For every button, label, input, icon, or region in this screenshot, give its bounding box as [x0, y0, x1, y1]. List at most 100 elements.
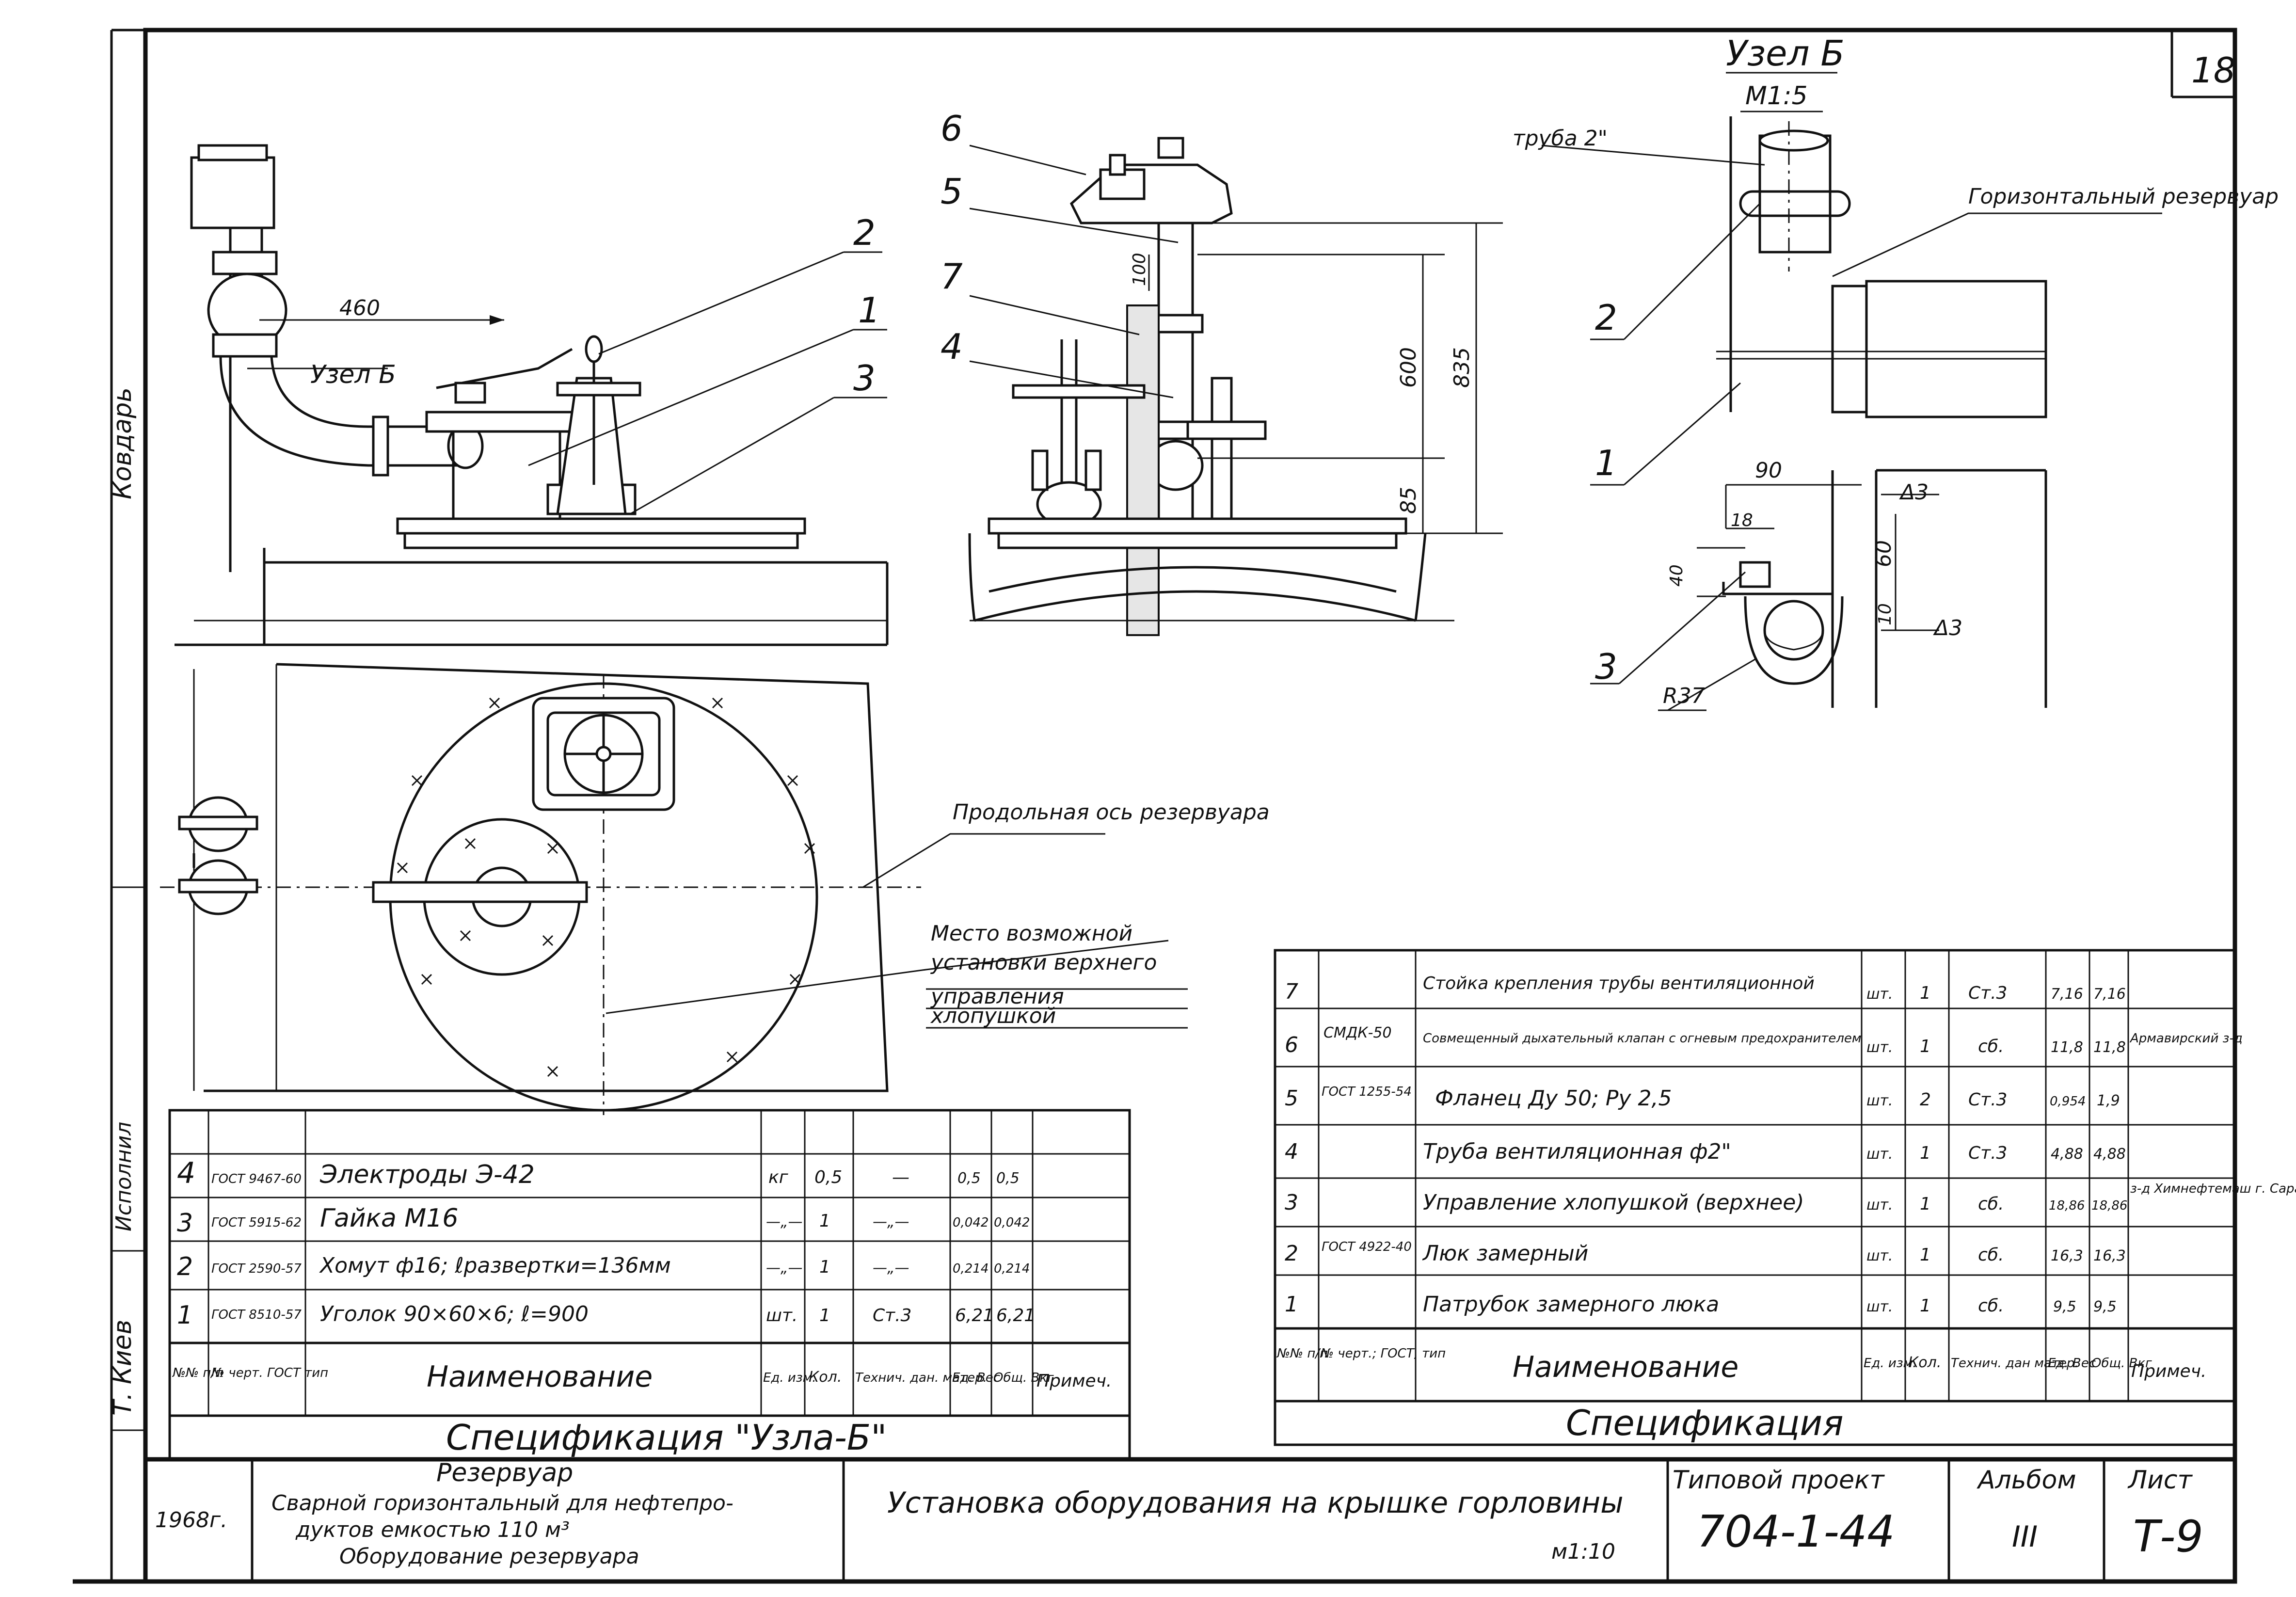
spec-main-r6-unit-w: 11,8: [2051, 1039, 2083, 1056]
spec-node-h-total-w: Общ. Вкг: [993, 1371, 1054, 1385]
spec-main-r2-unit-w: 16,3: [2051, 1247, 2083, 1264]
spec-main-r3-unit: шт.: [1866, 1197, 1893, 1214]
callout-5: 5: [941, 171, 963, 212]
spec-node-h-note: Примеч.: [1036, 1371, 1112, 1391]
spec-main-r1-num: 1: [1285, 1292, 1298, 1317]
spec-main-h-name: Наименование: [1513, 1350, 1738, 1384]
spec-node-row-4: 4 ГОСТ 9467-60 Электроды Э-42 кг 0,5 — 0…: [177, 1156, 1020, 1190]
spec-main-r5-unit: шт.: [1866, 1092, 1893, 1109]
bolt-marks: [397, 697, 815, 1077]
object-line-3: Оборудование резервуара: [339, 1544, 639, 1569]
sheet-number: 18: [2191, 50, 2236, 91]
sheet-label: Лист: [2127, 1466, 2193, 1495]
dim-100: 100: [1130, 253, 1149, 286]
dim-85: 85: [1396, 487, 1421, 514]
spec-main-r7-mat: Ст.3: [1968, 983, 2007, 1003]
spec-main-r5-num: 5: [1285, 1086, 1298, 1111]
node-b-callout-3: 3: [1595, 646, 1617, 687]
node-b-scale: М1:5: [1745, 81, 1808, 111]
drawing-scale: м1:10: [1551, 1539, 1615, 1564]
node-b-dim-90: 90: [1755, 458, 1782, 483]
spec-main-r6-qty: 1: [1920, 1037, 1931, 1056]
spec-main-r1-mat: сб.: [1978, 1296, 2004, 1316]
spec-node-r2-unit-w: 0,214: [953, 1262, 989, 1276]
spec-main-r3-total-w: 18,86: [2091, 1198, 2127, 1213]
title-year: 1968г.: [155, 1508, 227, 1533]
spec-node-r3-total-w: 0,042: [994, 1215, 1030, 1230]
spec-main-r2-total-w: 16,3: [2093, 1247, 2126, 1264]
callout-1: 1: [858, 290, 880, 331]
spec-node-headers: №№ п/п № черт. ГОСТ тип Наименование Ед.…: [172, 1360, 1112, 1394]
node-b-reference: Узел Б: [310, 360, 396, 389]
spec-node-r2-name: Хомут ф16; ℓразвертки=136мм: [319, 1253, 671, 1278]
place-label-line-4: хлопушкой: [930, 1004, 1056, 1028]
spec-main-r3-mat: сб.: [1978, 1194, 2004, 1214]
spec-main-r6-name: Совмещенный дыхательный клапан с огневым…: [1423, 1031, 1862, 1046]
axis-label: Продольная ось резервуара: [953, 800, 1270, 825]
album-label: Альбом: [1977, 1466, 2076, 1495]
spec-main-r5-name: Фланец Ду 50; Ру 2,5: [1435, 1086, 1672, 1111]
spec-main-r3-num: 3: [1285, 1190, 1298, 1215]
spec-main-r4-num: 4: [1285, 1139, 1298, 1164]
spec-node-h-unit: Ед. изм.: [763, 1371, 816, 1385]
margin-label-kiev: Т. Киев: [108, 1320, 137, 1416]
spec-node-r4-unit: кг: [768, 1167, 789, 1187]
spec-main-row-6: 6 СМДК-50 Совмещенный дыхательный клапан…: [1285, 1024, 2243, 1057]
spec-main-r6-num: 6: [1285, 1033, 1298, 1057]
spec-main-table: [1274, 949, 2236, 1446]
spec-main-r1-unit: шт.: [1866, 1298, 1893, 1315]
spec-main-r2-mat: сб.: [1978, 1245, 2004, 1265]
spec-main-r7-unit-w: 7,16: [2051, 986, 2083, 1003]
spec-main-r5-unit-w: 0,954: [2050, 1094, 2086, 1109]
place-label-line-2: установки верхнего: [930, 950, 1157, 975]
spec-main-r1-unit-w: 9,5: [2053, 1298, 2076, 1315]
spec-main-headers: №№ п/п № черт.; ГОСТ, тип Наименование Е…: [1276, 1346, 2206, 1384]
spec-node-h-unit-w: Ед. Вес: [952, 1371, 1000, 1385]
spec-main-r6-doc: СМДК-50: [1323, 1024, 1392, 1041]
spec-main-h-note: Примеч.: [2131, 1361, 2206, 1381]
spec-main-h-total-w: Общ. Вкг: [2091, 1356, 2152, 1371]
node-b-upper-detail: [1716, 116, 2047, 418]
spec-main-r6-total-w: 11,8: [2093, 1039, 2126, 1056]
sheet-code: Т-9: [2133, 1511, 2203, 1562]
project-number: 704-1-44: [1697, 1506, 1895, 1557]
spec-node-r1-total-w: 6,21: [996, 1306, 1035, 1326]
spec-main-r4-total-w: 4,88: [2093, 1146, 2126, 1163]
object-line-2: дуктов емкостью 110 м³: [295, 1517, 570, 1542]
spec-node-title: Спецификация "Узла-Б": [446, 1417, 887, 1458]
spec-node-r1-doc: ГОСТ 8510-57: [211, 1308, 302, 1322]
spec-main-r5-mat: Ст.3: [1968, 1090, 2007, 1110]
spec-node-h-doc: № черт. ГОСТ тип: [210, 1366, 328, 1380]
spec-node-r2-doc: ГОСТ 2590-57: [211, 1262, 302, 1276]
place-label-line-3: управления: [930, 984, 1064, 1009]
spec-node-r3-unit: —„—: [766, 1214, 803, 1230]
node-b-dim-60: 60: [1871, 540, 1896, 567]
spec-node-row-1: 1 ГОСТ 8510-57 Уголок 90×60×6; ℓ=900 шт.…: [177, 1301, 1035, 1330]
callout-4: 4: [941, 326, 963, 367]
spec-node-r3-mat: —„—: [873, 1214, 909, 1230]
object-line-1: Сварной горизонтальный для нефтепро-: [271, 1491, 733, 1516]
spec-main-r6-unit: шт.: [1866, 1039, 1893, 1056]
node-b-tank-label: Горизонтальный резервуар: [1968, 184, 2279, 209]
spec-main-h-unit: Ед. изм.: [1864, 1356, 1917, 1371]
node-b-lower-detail: [1697, 469, 2047, 708]
spec-main-row-4: 4 Труба вентиляционная ф2" шт. 1 Ст.3 4,…: [1285, 1139, 2126, 1164]
node-b-r37: R37: [1663, 684, 1705, 708]
spec-node-h-num: №№ п/п: [172, 1366, 223, 1380]
spec-node-r3-unit-w: 0,042: [953, 1215, 989, 1230]
spec-main-r2-num: 2: [1285, 1241, 1298, 1266]
spec-node-r2-num: 2: [177, 1252, 193, 1281]
node-b-title: Узел Б: [1726, 33, 1845, 74]
spec-main-r5-qty: 2: [1920, 1090, 1931, 1110]
callout-7: 7: [941, 256, 963, 297]
spec-main-r3-note: з-д Химнефтемаш г. Саратов: [2130, 1182, 2296, 1196]
margin-label-executor: Исполнил: [112, 1122, 136, 1231]
spec-node-r4-qty: 0,5: [814, 1167, 842, 1187]
spec-main-r4-unit-w: 4,88: [2051, 1146, 2083, 1163]
dim-835: 835: [1450, 347, 1474, 388]
spec-node-r1-unit: шт.: [766, 1306, 797, 1326]
spec-main-r6-note: Армавирский з-д: [2129, 1031, 2243, 1046]
node-b-dim-18: 18: [1731, 511, 1753, 530]
axis-label-text: Продольная ось резервуара: [953, 800, 1270, 825]
